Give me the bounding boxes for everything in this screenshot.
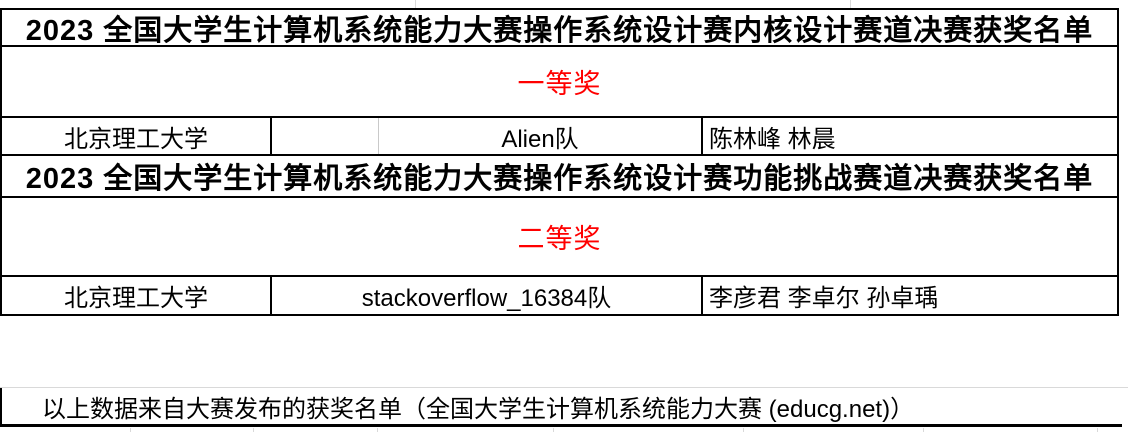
gridline <box>130 428 131 432</box>
member-names: 李彦君 李卓尔 孙卓瑀 <box>709 285 939 312</box>
section2-table-row: 北京理工大学 stackoverflow_16384队 李彦君 李卓尔 孙卓瑀 <box>0 277 1119 316</box>
gridline <box>377 428 378 432</box>
gridline <box>415 0 416 8</box>
gridline <box>253 428 254 432</box>
table-bottom-border <box>0 424 1122 427</box>
school-name: 北京理工大学 <box>64 125 208 153</box>
school-cell: 北京理工大学 <box>2 277 272 314</box>
footer-note-row: 以上数据来自大赛发布的获奖名单（全国大学生计算机系统能力大赛 (educg.ne… <box>0 388 1122 424</box>
gridline <box>553 428 554 432</box>
school-cell: 北京理工大学 <box>2 118 272 154</box>
section1-award-row: 一等奖 <box>0 47 1119 118</box>
gridline <box>1097 428 1098 432</box>
section1-award-label: 一等奖 <box>517 69 602 99</box>
section2-title-row: 2023 全国大学生计算机系统能力大赛操作系统设计赛功能挑战赛道决赛获奖名单 <box>0 156 1119 198</box>
section2-award-label: 二等奖 <box>517 224 602 254</box>
section1-table-row: 北京理工大学 Alien队 陈林峰 林晨 <box>0 118 1119 156</box>
members-cell: 陈林峰 林晨 <box>703 118 1117 154</box>
team-name: stackoverflow_16384队 <box>361 285 612 312</box>
section2-title: 2023 全国大学生计算机系统能力大赛操作系统设计赛功能挑战赛道决赛获奖名单 <box>25 163 1094 195</box>
team-name: Alien队 <box>501 125 579 153</box>
gridline <box>923 428 924 432</box>
member-names: 陈林峰 林晨 <box>709 125 836 153</box>
empty-cell <box>272 118 379 154</box>
footer-note: 以上数据来自大赛发布的获奖名单（全国大学生计算机系统能力大赛 (educg.ne… <box>42 395 915 423</box>
team-cell: stackoverflow_16384队 <box>272 277 703 314</box>
team-cell: Alien队 <box>379 118 703 154</box>
section1-title-row: 2023 全国大学生计算机系统能力大赛操作系统设计赛内核设计赛道决赛获奖名单 <box>0 8 1119 47</box>
gridline <box>850 0 851 8</box>
school-name: 北京理工大学 <box>64 285 208 312</box>
gridline <box>0 387 1128 388</box>
members-cell: 李彦君 李卓尔 孙卓瑀 <box>703 277 1117 314</box>
section1-title: 2023 全国大学生计算机系统能力大赛操作系统设计赛内核设计赛道决赛获奖名单 <box>25 14 1094 47</box>
section2-award-row: 二等奖 <box>0 198 1119 277</box>
gridline <box>743 428 744 432</box>
